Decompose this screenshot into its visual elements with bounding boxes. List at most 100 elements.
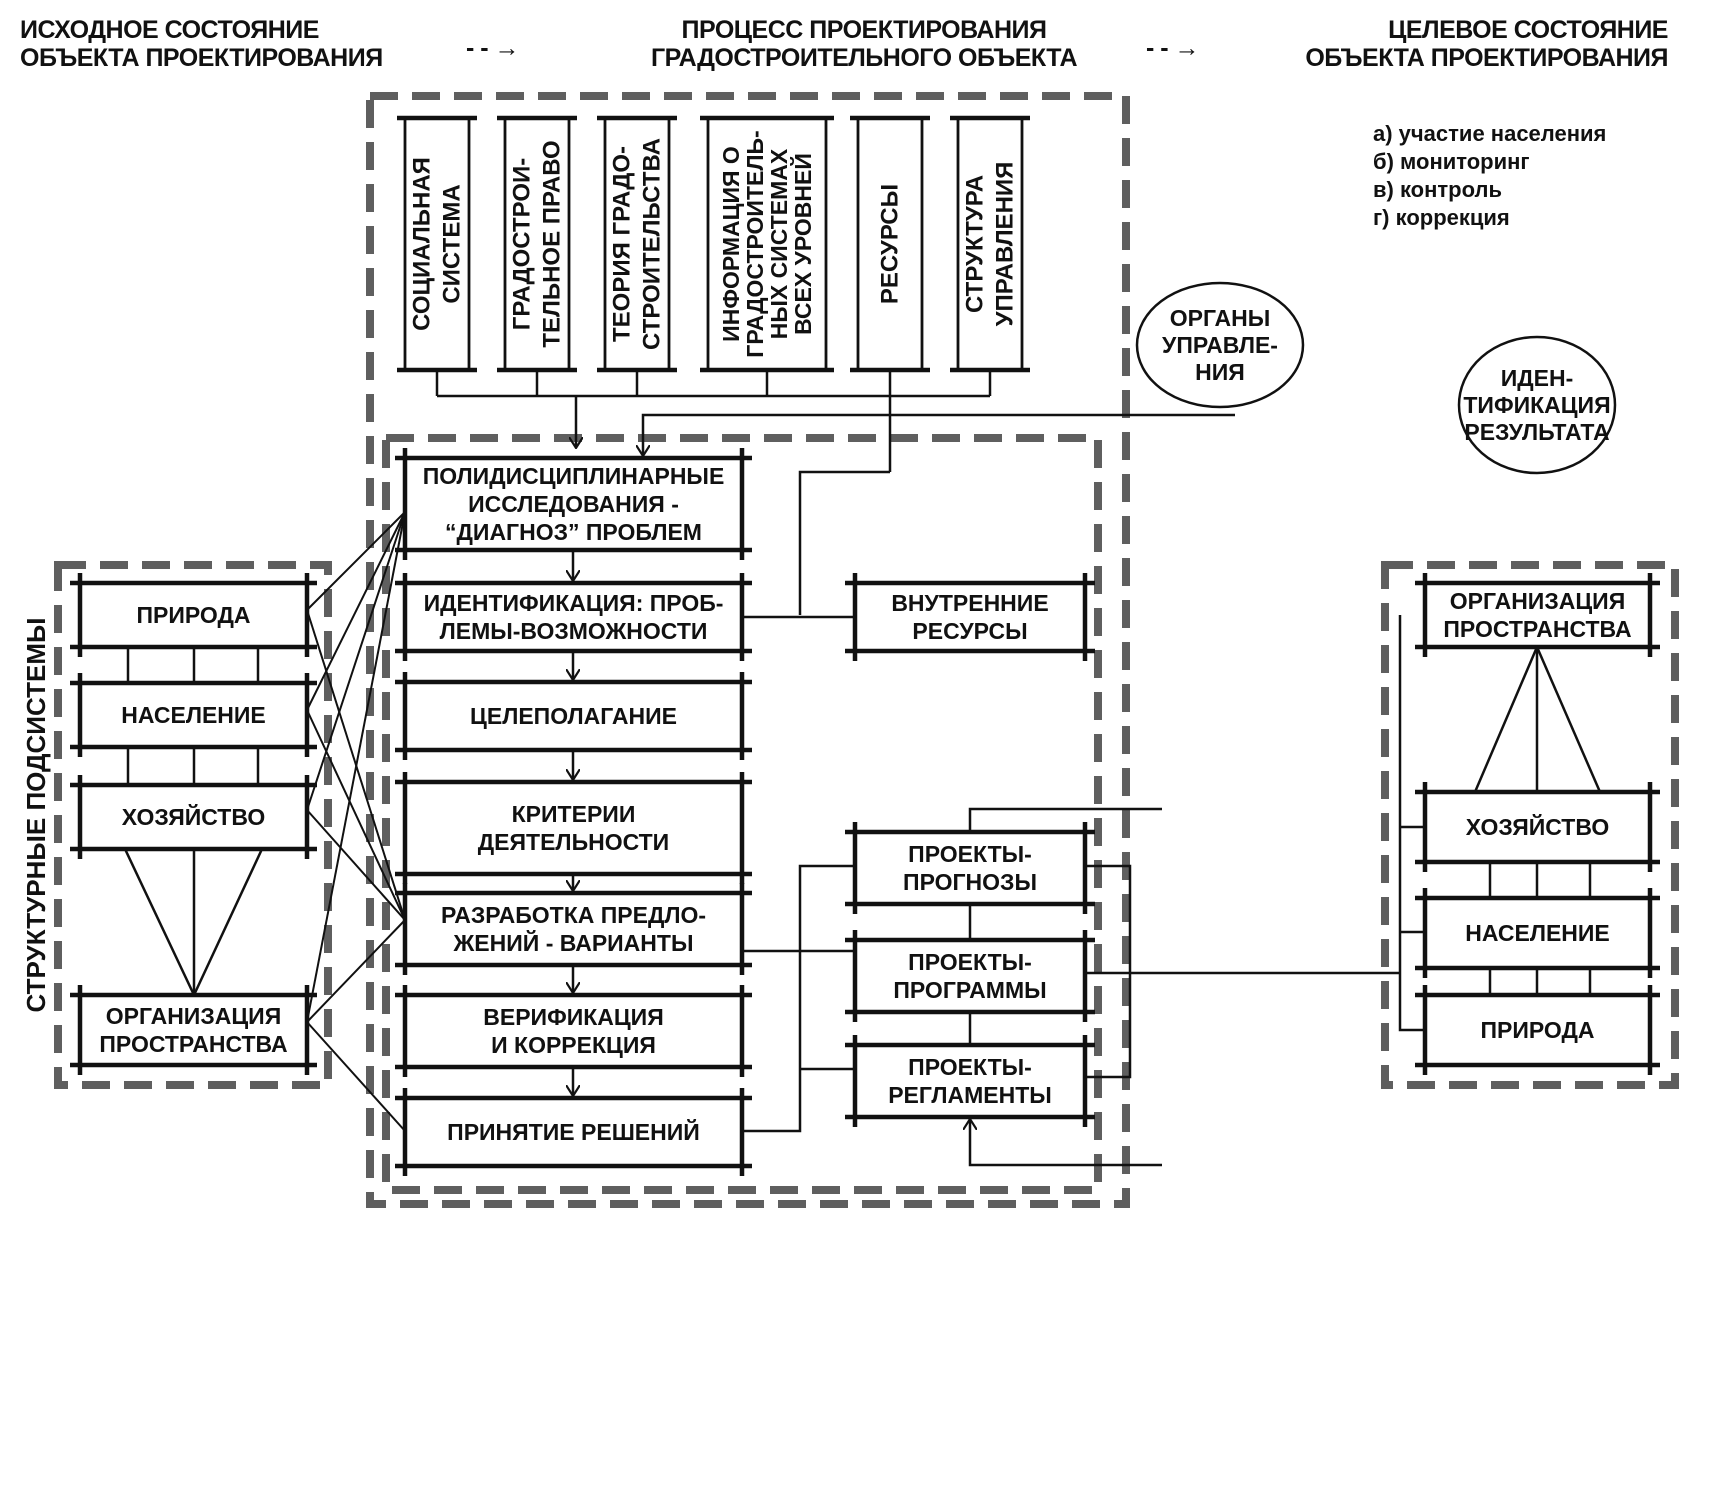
inner-process-frame: [382, 434, 1102, 1194]
forecasts-to-circles-line: [968, 807, 1162, 832]
factor-column-social-label-line: СОЦИАЛЬНАЯ: [409, 157, 436, 331]
process-step-research-label-line: ПОЛИДИСЦИПЛИНАРНЫЕ: [423, 463, 725, 489]
process-step-criteria-border: [403, 780, 744, 876]
right-subsystem-economy-label-line: ХОЗЯЙСТВО: [1466, 813, 1610, 840]
process-step-goals-label-line: ЦЕЛЕПОЛАГАНИЕ: [470, 703, 677, 729]
header-left-line1: ИСХОДНОЕ СОСТОЯНИЕ: [20, 16, 319, 44]
factor-column-law: ГРАДОСТРОИ-ТЕЛЬНОЕ ПРАВО: [497, 115, 577, 373]
factor-column-structure-label-line: СТРУКТУРА: [962, 175, 989, 313]
process-step-identification-label-line: ЛЕМЫ-ВОЗМОЖНОСТИ: [440, 618, 708, 644]
header: ИСХОДНОЕ СОСТОЯНИЕ ОБЪЕКТА ПРОЕКТИРОВАНИ…: [20, 16, 1669, 72]
process-step-research-border: [403, 456, 744, 552]
header-right-line1: ЦЕЛЕВОЕ СОСТОЯНИЕ: [1388, 16, 1668, 44]
projects-right-bracket-line: [1085, 864, 1132, 1079]
factor-column-law-label-line: ТЕЛЬНОЕ ПРАВО: [539, 140, 566, 347]
outer-process-frame: [366, 92, 1130, 1208]
project-box-regulations: ПРОЕКТЫ-РЕГЛАМЕНТЫ: [845, 1035, 1095, 1127]
feedback-to-regulations-arrow: [970, 1119, 1162, 1167]
right-subsystem-nature-label-line: ПРИРОДА: [1480, 1017, 1594, 1043]
process-step-proposals-label-line: ЖЕНИЙ - ВАРИАНТЫ: [453, 929, 694, 956]
left-subsystem-economy: ХОЗЯЙСТВО: [70, 775, 317, 859]
process-step-verification-label-line: И КОРРЕКЦИЯ: [491, 1032, 656, 1058]
left-subsystem-economy-border: [78, 783, 309, 851]
left-side-label: СТРУКТУРНЫЕ ПОДСИСТЕМЫ: [21, 618, 51, 1013]
process-step-goals: ЦЕЛЕПОЛАГАНИЕ: [395, 672, 752, 760]
left-subsystem-space-border: [78, 993, 309, 1067]
project-box-regulations-label-line: ПРОЕКТЫ-: [908, 1054, 1032, 1080]
factor-column-resources-label-line: РЕСУРСЫ: [877, 184, 904, 304]
factor-column-info-label-line: НЫХ СИСТЕМАХ: [766, 148, 792, 339]
factor-column-info-label-line: ВСЕХ УРОВНЕЙ: [789, 153, 816, 335]
process-step-criteria-label-line: ДЕЯТЕЛЬНОСТИ: [478, 829, 669, 855]
space-to-economy-line: [1473, 646, 1539, 793]
factor-column-theory-rotated-label: ТЕОРИЯ ГРАДО-СТРОИТЕЛЬСТВА: [609, 138, 666, 350]
project-box-forecasts-label-line: ПРОГНОЗЫ: [903, 869, 1037, 895]
subsystem-to-research-line: [306, 511, 406, 611]
factor-column-resources: РЕСУРСЫ: [850, 115, 930, 373]
legend-item-g: г) коррекция: [1373, 205, 1510, 230]
process-step-research-label-line: ИССЛЕДОВАНИЯ -: [468, 491, 679, 517]
subsystem-to-research-line: [306, 511, 406, 711]
legend-item-v: в) контроль: [1373, 177, 1502, 202]
economy-to-space-line: [123, 848, 196, 996]
right-subsystem-population-label-line: НАСЕЛЕНИЕ: [1465, 920, 1610, 946]
project-box-forecasts-label-line: ПРОЕКТЫ-: [908, 841, 1032, 867]
space-to-decisions-line: [306, 1021, 406, 1132]
process-step-criteria-label-line: КРИТЕРИИ: [512, 801, 636, 827]
factor-column-info-label-line: ИНФОРМАЦИЯ О: [718, 146, 744, 342]
factor-column-info-label-line: ГРАДОСТРОИТЕЛЬ-: [742, 130, 768, 357]
process-step-decisions: ПРИНЯТИЕ РЕШЕНИЙ: [395, 1088, 752, 1176]
process-step-research-label-line: “ДИАГНОЗ” ПРОБЛЕМ: [445, 519, 702, 545]
left-subsystem-population-border: [78, 681, 309, 749]
resources-to-identification-line: [798, 470, 890, 615]
process-step-identification: ИДЕНТИФИКАЦИЯ: ПРОБ-ЛЕМЫ-ВОЗМОЖНОСТИ: [395, 573, 752, 661]
left-subsystem-nature-label-line: ПРИРОДА: [136, 602, 250, 628]
dashed-frames: [54, 92, 1679, 1208]
right-subsystem-population: НАСЕЛЕНИЕ: [1415, 888, 1660, 978]
header-arrow-2: - - →: [1146, 34, 1199, 62]
result-identification-ellipse-label-line: ТИФИКАЦИЯ: [1463, 392, 1610, 418]
left-subsystem-nature: ПРИРОДА: [70, 573, 317, 657]
factor-column-social-label-line: СИСТЕМА: [439, 184, 466, 303]
header-left-line2: ОБЪЕКТА ПРОЕКТИРОВАНИЯ: [20, 44, 383, 72]
management-bodies-ellipse-shape: [1135, 281, 1305, 409]
connectors: [123, 370, 1602, 1167]
space-to-economy-line: [1535, 646, 1602, 793]
result-identification-ellipse-label-line: ИДЕН-: [1501, 365, 1574, 391]
header-right-line2: ОБЪЕКТА ПРОЕКТИРОВАНИЯ: [1305, 44, 1668, 72]
right-subsystem-population-border: [1423, 896, 1652, 970]
subsystem-to-research-line: [306, 511, 406, 1023]
right-subsystem-economy: ХОЗЯЙСТВО: [1415, 782, 1660, 872]
result-identification-ellipse-label-line: РЕЗУЛЬТАТА: [1464, 419, 1609, 445]
decisions-to-forecasts-line: [742, 864, 855, 1133]
factor-column-resources-rotated-label: РЕСУРСЫ: [877, 184, 904, 304]
process-step-decisions-border: [403, 1096, 744, 1168]
left-subsystem-population: НАСЕЛЕНИЕ: [70, 673, 317, 757]
right-subsystems-frame: [1381, 561, 1679, 1089]
factor-column-theory-label-line: ТЕОРИЯ ГРАДО-: [609, 146, 636, 342]
legend-item-b: б) мониторинг: [1373, 149, 1530, 174]
management-bodies-ellipse-label-line: НИЯ: [1195, 359, 1245, 385]
management-to-research-arrow: [643, 413, 1235, 456]
project-box-regulations-label-line: РЕГЛАМЕНТЫ: [888, 1082, 1052, 1108]
process-step-decisions-label-line: ПРИНЯТИЕ РЕШЕНИЙ: [447, 1118, 700, 1145]
right-subsystem-space-label-line: ПРОСТРАНСТВА: [1443, 616, 1631, 642]
right-subsystems-bracket-line: [1398, 615, 1425, 1032]
process-step-proposals-label-line: РАЗРАБОТКА ПРЕДЛО-: [441, 902, 706, 928]
right-subsystem-economy-border: [1423, 790, 1652, 864]
subsystem-to-proposals-line: [306, 919, 406, 1023]
management-bodies-ellipse-label-line: УПРАВЛЕ-: [1162, 332, 1278, 358]
